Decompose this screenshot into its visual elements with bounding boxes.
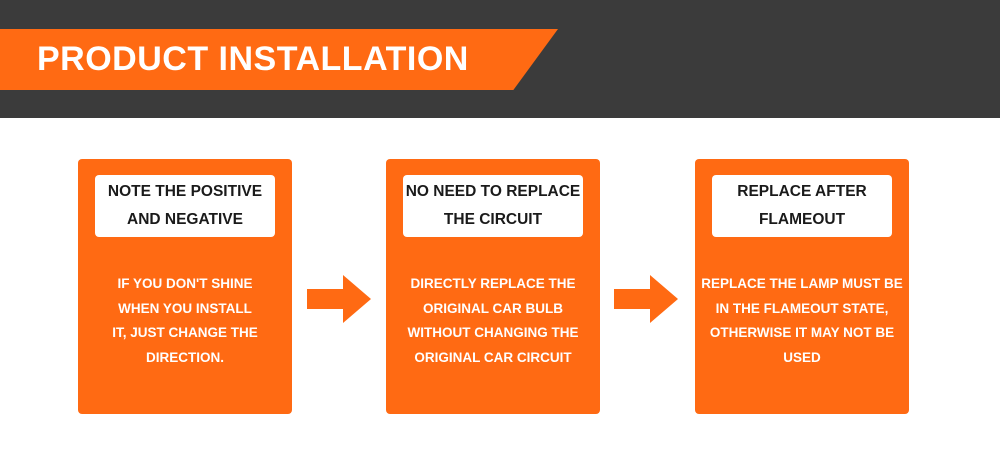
step-description-line: DIRECTLY REPLACE THE bbox=[410, 276, 576, 291]
step-description: IF YOU DON'T SHINE WHEN YOU INSTALL IT, … bbox=[78, 272, 292, 370]
step-card-1: NOTE THE POSITIVE AND NEGATIVE IF YOU DO… bbox=[78, 159, 292, 414]
step-description-line: ORIGINAL CAR CIRCUIT bbox=[414, 349, 572, 365]
step-title-line: FLAMEOUT bbox=[758, 211, 846, 228]
step-description: DIRECTLY REPLACE THE ORIGINAL CAR BULB W… bbox=[386, 272, 600, 370]
step-description-line: WITHOUT CHANGING THE bbox=[407, 325, 579, 340]
step-description-line: ORIGINAL CAR BULB bbox=[423, 300, 563, 316]
step-title-box: NOTE THE POSITIVE AND NEGATIVE bbox=[95, 175, 275, 237]
step-description: REPLACE THE LAMP MUST BE IN THE FLAMEOUT… bbox=[695, 272, 909, 370]
step-description-line: DIRECTION. bbox=[145, 349, 224, 365]
header-ribbon bbox=[0, 29, 558, 90]
step-description-line: USED bbox=[783, 349, 821, 365]
step-description-line: IT, JUST CHANGE THE bbox=[112, 325, 258, 340]
step-title-line: REPLACE AFTER bbox=[737, 183, 867, 200]
step-description-line: WHEN YOU INSTALL bbox=[118, 300, 252, 316]
step-title-line: THE CIRCUIT bbox=[443, 211, 543, 228]
step-description-line: IF YOU DON'T SHINE bbox=[117, 276, 253, 291]
page-title: PRODUCT INSTALLATION bbox=[37, 40, 469, 78]
step-title-line: NO NEED TO REPLACE bbox=[405, 183, 581, 200]
step-title-line: NOTE THE POSITIVE bbox=[107, 183, 263, 200]
arrow-right-icon bbox=[614, 275, 678, 323]
step-title-line: AND NEGATIVE bbox=[127, 211, 243, 228]
step-title-box: REPLACE AFTER FLAMEOUT bbox=[712, 175, 892, 237]
step-description-line: OTHERWISE IT MAY NOT BE bbox=[709, 325, 895, 340]
step-card-3: REPLACE AFTER FLAMEOUT REPLACE THE LAMP … bbox=[695, 159, 909, 414]
step-description-line: REPLACE THE LAMP MUST BE bbox=[701, 276, 903, 291]
step-title-box: NO NEED TO REPLACE THE CIRCUIT bbox=[403, 175, 583, 237]
step-card-2: NO NEED TO REPLACE THE CIRCUIT DIRECTLY … bbox=[386, 159, 600, 414]
step-description-line: IN THE FLAMEOUT STATE, bbox=[715, 300, 889, 316]
arrow-right-icon bbox=[307, 275, 371, 323]
